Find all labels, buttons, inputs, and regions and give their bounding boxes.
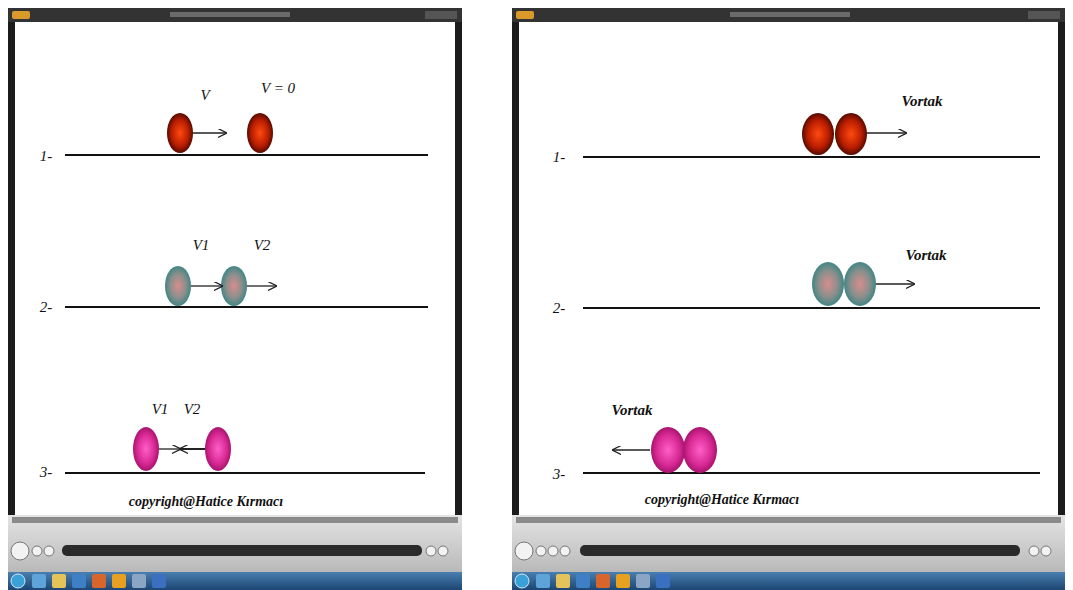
velocity-label: V = 0 bbox=[261, 81, 295, 96]
velocity-label: V2 bbox=[184, 402, 201, 417]
velocity-label: V2 bbox=[254, 238, 271, 253]
velocity-label: V bbox=[200, 88, 209, 103]
row-number: 2- bbox=[40, 300, 53, 315]
copyright-text: copyright@Hatice Kırmacı bbox=[129, 495, 283, 509]
row-lines bbox=[583, 157, 1040, 473]
row-number: 3- bbox=[553, 467, 566, 482]
velocity-label: Vortak bbox=[906, 248, 947, 263]
velocity-arrows bbox=[613, 133, 914, 450]
row-number: 2- bbox=[553, 301, 566, 316]
copyright-text: copyright@Hatice Kırmacı bbox=[645, 493, 799, 507]
balls bbox=[133, 113, 273, 471]
velocity-label: Vortak bbox=[902, 94, 943, 109]
row-lines bbox=[65, 155, 428, 473]
balls bbox=[651, 113, 876, 473]
row-number: 1- bbox=[553, 150, 566, 165]
velocity-arrows bbox=[159, 133, 276, 449]
row-number: 3- bbox=[40, 465, 53, 480]
row-number: 1- bbox=[40, 149, 53, 164]
velocity-label: V1 bbox=[152, 402, 169, 417]
velocity-label: Vortak bbox=[612, 403, 653, 418]
velocity-label: V1 bbox=[193, 238, 210, 253]
player-window bbox=[512, 8, 1065, 590]
player-window bbox=[8, 8, 462, 590]
